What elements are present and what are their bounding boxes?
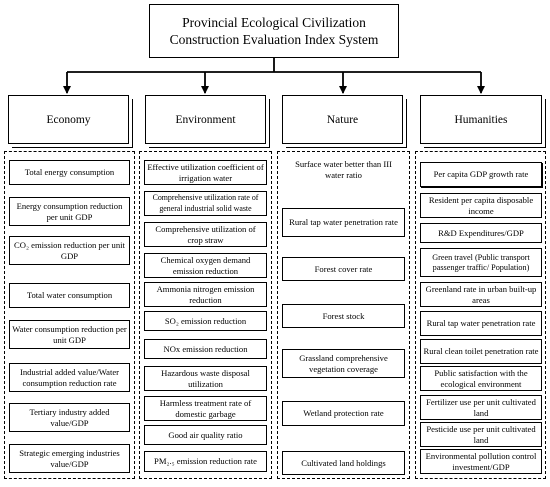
indicator-humanities: Per capita GDP growth rate [420,162,542,187]
indicator-environment: Chemical oxygen demand emission reductio… [144,253,267,278]
group-economy: Total energy consumption Energy consumpt… [4,151,135,479]
indicator-environment: Harmless treatment rate of domestic garb… [144,396,267,421]
indicator-nature: Rural tap water penetration rate [282,208,405,237]
indicator-humanities: Environmental pollution control investme… [420,449,542,474]
indicator-nature: Cultivated land holdings [282,451,405,475]
indicator-environment: Comprehensive utilization of crop straw [144,222,267,247]
indicator-humanities: Green travel (Public transport passenger… [420,248,542,277]
category-humanities: Humanities [420,95,542,144]
indicator-humanities: Rural tap water penetration rate [420,311,542,336]
indicator-humanities: Pesticide use per unit cultivated land [420,422,542,447]
indicator-nature: Surface water better than III water rati… [282,157,405,182]
indicator-economy: Water consumption reduction per unit GDP [9,320,130,349]
category-economy: Economy [8,95,129,144]
indicator-economy: Strategic emerging industries value/GDP [9,444,130,473]
indicator-economy: CO₂ emission reduction per unit GDP [9,236,130,265]
indicator-nature: Grassland comprehensive vegetation cover… [282,349,405,378]
indicator-humanities: Public satisfaction with the ecological … [420,366,542,391]
indicator-humanities: Rural clean toilet penetration rate [420,339,542,364]
group-environment: Effective utilization coefficient of irr… [139,151,272,479]
indicator-economy: Total water consumption [9,283,130,308]
indicator-economy: Tertiary industry added value/GDP [9,403,130,432]
indicator-nature: Wetland protection rate [282,401,405,426]
category-environment: Environment [145,95,266,144]
category-nature: Nature [282,95,403,144]
indicator-environment: Comprehensive utilization rate of genera… [144,191,267,216]
indicator-environment: Ammonia nitrogen emission reduction [144,282,267,307]
title-line-1: Provincial Ecological Civilization [182,15,366,30]
indicator-environment: PM₂.₅ emission reduction rate [144,451,267,472]
indicator-environment: Hazardous waste disposal utilization [144,366,267,391]
indicator-economy: Energy consumption reduction per unit GD… [9,197,130,226]
indicator-nature: Forest cover rate [282,257,405,281]
indicator-humanities: Fertilizer use per unit cultivated land [420,395,542,420]
group-humanities: Per capita GDP growth rate Resident per … [415,151,546,479]
indicator-economy: Industrial added value/Water consumption… [9,363,130,392]
indicator-humanities: R&D Expenditures/GDP [420,223,542,243]
indicator-nature: Forest stock [282,304,405,328]
indicator-environment: SO₂ emission reduction [144,311,267,331]
indicator-environment: Good air quality ratio [144,425,267,445]
title-line-2: Construction Evaluation Index System [169,32,379,47]
indicator-humanities: Resident per capita disposable income [420,193,542,218]
indicator-environment: Effective utilization coefficient of irr… [144,160,267,185]
diagram-title: Provincial Ecological Civilization Const… [149,4,399,58]
indicator-humanities: Greenland rate in urban built-up areas [420,282,542,307]
indicator-environment: NOx emission reduction [144,339,267,359]
indicator-economy: Total energy consumption [9,160,130,185]
group-nature: Surface water better than III water rati… [277,151,410,479]
